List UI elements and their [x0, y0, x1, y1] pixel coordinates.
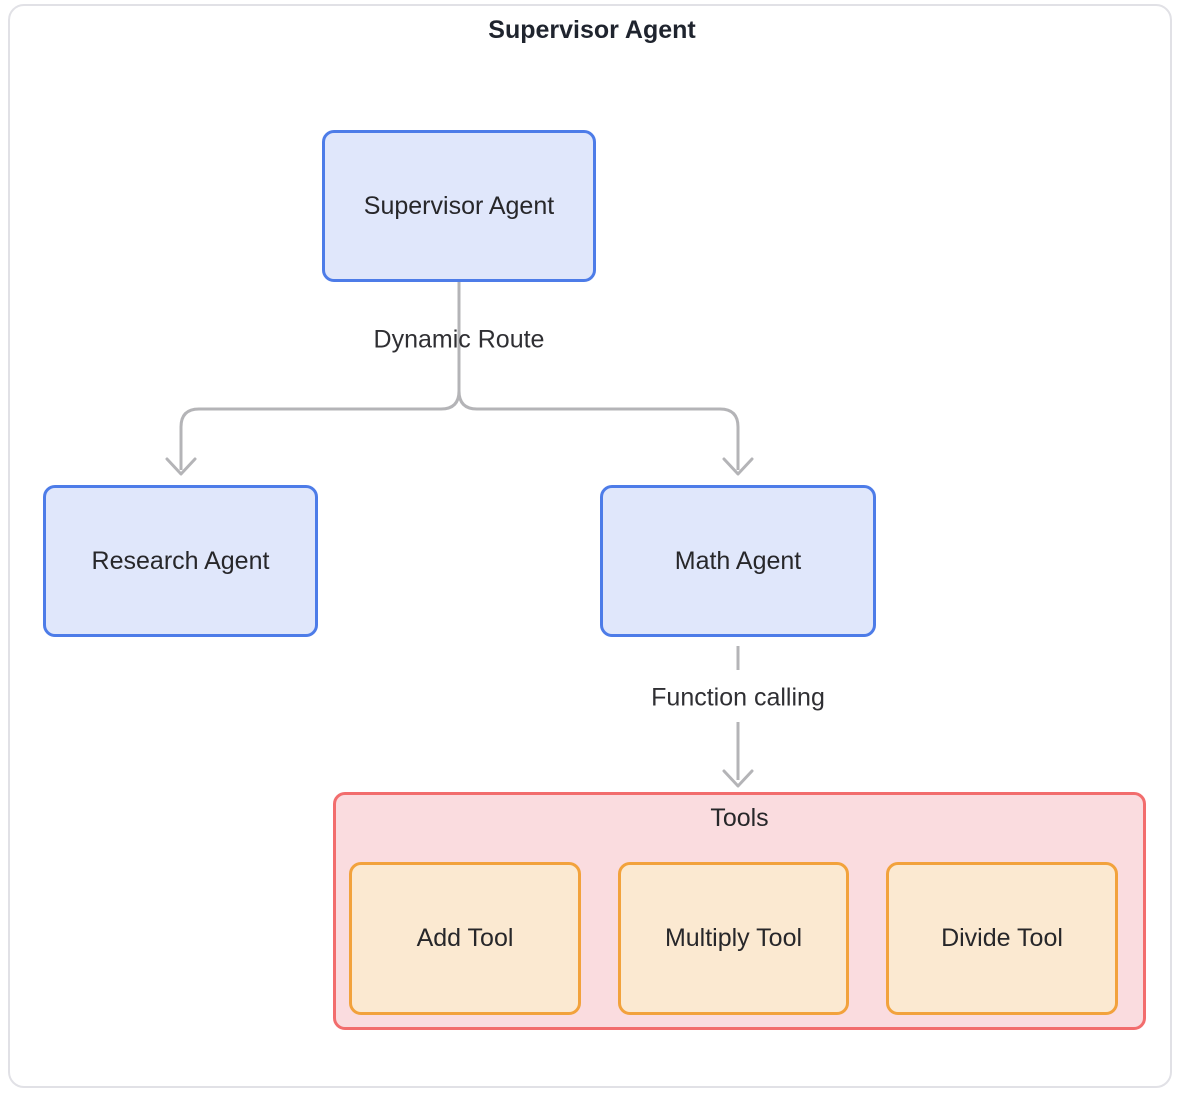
- node-multiply-tool: Multiply Tool: [618, 862, 849, 1015]
- diagram-title: Supervisor Agent: [488, 16, 696, 44]
- node-math-agent-label: Math Agent: [674, 546, 802, 575]
- tools-cluster-title: Tools: [710, 804, 769, 832]
- node-supervisor-agent: Supervisor Agent: [322, 130, 596, 282]
- edge-label-function-calling: Function calling: [651, 683, 825, 712]
- node-add-tool: Add Tool: [349, 862, 581, 1015]
- arrowhead-down-icon: [722, 457, 754, 476]
- edge-supervisor-to-math: [457, 282, 740, 470]
- node-add-tool-label: Add Tool: [416, 924, 514, 952]
- arrowhead-down-icon: [722, 769, 754, 788]
- node-research-agent-label: Research Agent: [91, 546, 270, 575]
- node-divide-tool-label: Divide Tool: [941, 924, 1063, 952]
- node-supervisor-agent-label: Supervisor Agent: [363, 191, 555, 220]
- node-math-agent: Math Agent: [600, 485, 876, 637]
- node-research-agent: Research Agent: [43, 485, 318, 637]
- node-divide-tool: Divide Tool: [886, 862, 1118, 1015]
- node-multiply-tool-label: Multiply Tool: [664, 924, 803, 952]
- arrowhead-down-icon: [165, 457, 197, 476]
- edge-label-dynamic-route: Dynamic Route: [373, 325, 545, 354]
- edge-supervisor-to-research: [179, 282, 461, 470]
